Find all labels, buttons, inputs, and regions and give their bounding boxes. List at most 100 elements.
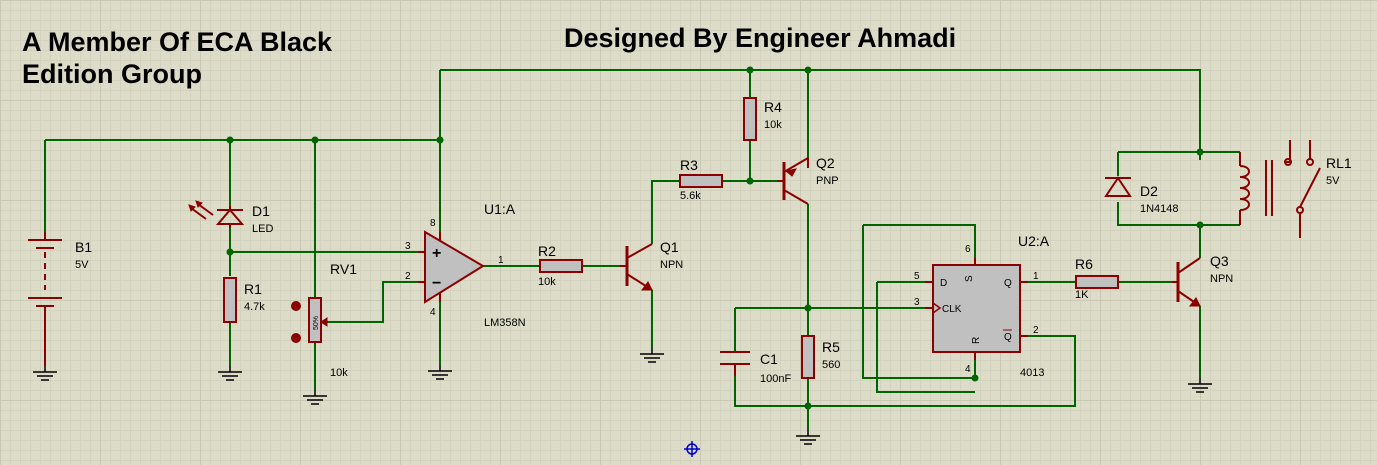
c1-value: 100nF [760, 373, 791, 385]
transistor-q2[interactable]: Q2 PNP [778, 155, 839, 205]
designer-title: Designed By Engineer Ahmadi [564, 23, 957, 53]
subtitle-line-2: Edition Group [22, 59, 202, 90]
u2-pin-q: 1 [1033, 271, 1039, 282]
r1-ref: R1 [244, 281, 262, 297]
r4-value: 10k [764, 119, 782, 131]
opamp-plus-symbol: + [432, 245, 441, 262]
junction-dot [804, 402, 812, 410]
q1-value: NPN [660, 259, 683, 271]
junction-dot [226, 136, 234, 144]
u1-pin-plus: 3 [405, 241, 411, 252]
ground-symbol-b1 [33, 366, 57, 381]
r2-value: 10k [538, 276, 556, 288]
u1-pin-out: 1 [498, 255, 504, 266]
u2-lbl-r: R [971, 337, 982, 344]
u2-pin-s: 6 [965, 244, 971, 255]
led-d1[interactable]: D1 LED [188, 200, 273, 235]
rv1-increment-button[interactable] [291, 301, 301, 311]
junction-dots [226, 66, 1204, 410]
q2-ref: Q2 [816, 155, 835, 171]
rv1-ref: RV1 [330, 261, 357, 277]
u1-value: LM358N [484, 317, 526, 329]
relay-rl1[interactable]: RL1 5V [1239, 140, 1352, 238]
u2-pin-d: 5 [914, 271, 920, 282]
resistor-r6[interactable]: R6 1K [1075, 256, 1119, 301]
r1-value: 4.7k [244, 301, 265, 313]
q2-value: PNP [816, 175, 839, 187]
ground-symbol-rv1 [303, 390, 327, 405]
u2-pin-r: 4 [965, 364, 971, 375]
r4-ref: R4 [764, 99, 782, 115]
battery-b1[interactable]: B1 5V [28, 232, 92, 366]
ground-symbol-u1 [428, 365, 452, 380]
r5-ref: R5 [822, 339, 840, 355]
d1-ref: D1 [252, 203, 270, 219]
resistor-r4[interactable]: R4 10k [743, 97, 782, 141]
rv1-value: 10k [330, 367, 348, 379]
c1-ref: C1 [760, 351, 778, 367]
resistor-r2[interactable]: R2 10k [538, 243, 583, 288]
u1-pin-gnd: 4 [430, 307, 436, 318]
junction-dot [804, 304, 812, 312]
transistor-q3[interactable]: Q3 NPN [1172, 253, 1233, 307]
r3-ref: R3 [680, 157, 698, 173]
junction-dot [746, 66, 754, 74]
potentiometer-rv1[interactable]: 50% RV1 10k [291, 261, 357, 379]
ground-symbol-q1 [640, 348, 664, 363]
u2-pin-qb: 2 [1033, 325, 1039, 336]
ground-symbol-r5 [796, 430, 820, 445]
u2-ref: U2:A [1018, 233, 1050, 249]
ground-symbol-r1 [218, 366, 242, 381]
rl1-value: 5V [1326, 175, 1340, 187]
resistor-r3[interactable]: R3 5.6k [679, 157, 723, 202]
u2-lbl-qb: Q [1004, 332, 1012, 343]
r5-value: 560 [822, 359, 840, 371]
d2-value: 1N4148 [1140, 203, 1179, 215]
u2-lbl-s: S [964, 275, 975, 282]
flipflop-u2[interactable]: D S Q CLK R Q 6 5 3 4 1 2 U2:A 4013 [914, 233, 1050, 379]
r2-ref: R2 [538, 243, 556, 259]
resistor-r1[interactable]: R1 4.7k [223, 277, 265, 323]
junction-dot [226, 248, 234, 256]
b1-value: 5V [75, 259, 89, 271]
q1-ref: Q1 [660, 239, 679, 255]
opamp-minus-symbol: − [432, 275, 441, 292]
u1-ref: U1:A [484, 201, 516, 217]
rv1-wiper-label: 50% [313, 316, 320, 330]
u2-lbl-clk: CLK [942, 304, 962, 315]
opamp-u1[interactable]: + − 3 2 1 8 4 U1:A LM358N [405, 201, 526, 329]
u1-pin-minus: 2 [405, 271, 411, 282]
q3-value: NPN [1210, 273, 1233, 285]
ground-symbol-q3 [1188, 378, 1212, 393]
q3-ref: Q3 [1210, 253, 1229, 269]
capacitor-c1[interactable]: C1 100nF [720, 351, 791, 385]
r6-value: 1K [1075, 289, 1089, 301]
d2-ref: D2 [1140, 183, 1158, 199]
junction-dot [1196, 148, 1204, 156]
ground-symbols [33, 348, 1212, 445]
subtitle-text: A Member Of ECA Black Edition Group [22, 26, 332, 91]
resistor-r5[interactable]: R5 560 [801, 335, 840, 379]
u2-lbl-d: D [940, 278, 947, 289]
junction-dot [971, 374, 979, 382]
r6-ref: R6 [1075, 256, 1093, 272]
diode-d2[interactable]: D2 1N4148 [1104, 176, 1179, 215]
u2-pin-clk: 3 [914, 297, 920, 308]
junction-dot [804, 66, 812, 74]
u2-value: 4013 [1020, 367, 1044, 379]
junction-dot [311, 136, 319, 144]
junction-dot [1196, 221, 1204, 229]
subtitle-line-1: A Member Of ECA Black [22, 27, 333, 57]
rl1-ref: RL1 [1326, 155, 1352, 171]
u2-lbl-q: Q [1004, 278, 1012, 289]
rv1-decrement-button[interactable] [291, 333, 301, 343]
transistor-q1[interactable]: Q1 NPN [620, 239, 683, 291]
junction-dot [436, 136, 444, 144]
u1-pin-vcc: 8 [430, 218, 436, 229]
junction-dot [746, 177, 754, 185]
b1-ref: B1 [75, 239, 92, 255]
r3-value: 5.6k [680, 190, 701, 202]
d1-value: LED [252, 223, 273, 235]
origin-marker [684, 441, 700, 457]
